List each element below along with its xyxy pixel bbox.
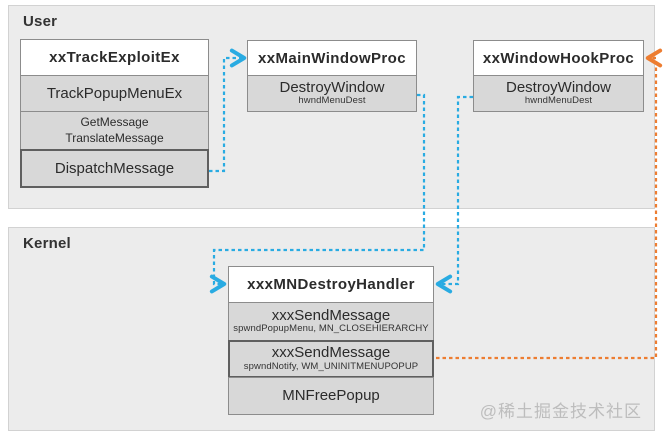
box-window-hook-proc-title: xxWindowHookProc bbox=[473, 40, 644, 76]
row-send-message-uninit-menu-popup: xxxSendMessage spwndNotify, WM_UNINITMEN… bbox=[228, 340, 434, 378]
row-send-message-close-hierarchy: xxxSendMessage spwndPopupMenu, MN_CLOSEH… bbox=[228, 302, 434, 341]
row-dispatch-message: DispatchMessage bbox=[20, 149, 209, 188]
row-label: MNFreePopup bbox=[282, 387, 380, 405]
row-label: TrackPopupMenuEx bbox=[46, 84, 183, 102]
box-track-exploit: xxTrackExploitEx TrackPopupMenuEx GetMes… bbox=[20, 39, 209, 188]
user-region-label: User bbox=[23, 13, 58, 30]
row-destroy-window-main: DestroyWindow hwndMenuDest bbox=[247, 75, 417, 112]
box-main-window-proc-title: xxMainWindowProc bbox=[247, 40, 417, 76]
row-track-popup-menu-ex: TrackPopupMenuEx bbox=[20, 75, 209, 112]
row-sublabel: hwndMenuDest bbox=[298, 95, 366, 107]
box-main-window-proc: xxMainWindowProc DestroyWindow hwndMenuD… bbox=[247, 40, 417, 112]
watermark-text: @稀土掘金技术社区 bbox=[479, 402, 642, 421]
row-label-line2: TranslateMessage bbox=[65, 130, 164, 145]
row-label: xxxSendMessage bbox=[271, 306, 391, 324]
row-label: DestroyWindow bbox=[279, 78, 385, 96]
box-mn-destroy-handler-title: xxxMNDestroyHandler bbox=[228, 266, 434, 303]
row-sublabel: hwndMenuDest bbox=[524, 95, 593, 107]
row-label: xxxSendMessage bbox=[271, 344, 391, 362]
row-destroy-window-hook: DestroyWindow hwndMenuDest bbox=[473, 75, 644, 112]
row-label: DispatchMessage bbox=[54, 159, 175, 177]
box-window-hook-proc: xxWindowHookProc DestroyWindow hwndMenuD… bbox=[473, 40, 644, 112]
row-sublabel: spwndPopupMenu, MN_CLOSEHIERARCHY bbox=[233, 323, 429, 335]
row-label-line1: GetMessage bbox=[80, 114, 149, 129]
row-mn-free-popup: MNFreePopup bbox=[228, 377, 434, 415]
kernel-region-label: Kernel bbox=[23, 235, 71, 252]
box-track-exploit-title: xxTrackExploitEx bbox=[20, 39, 209, 76]
row-get-translate-message: GetMessage TranslateMessage bbox=[20, 111, 209, 150]
row-label: DestroyWindow bbox=[505, 78, 612, 96]
row-sublabel: spwndNotify, WM_UNINITMENUPOPUP bbox=[243, 360, 419, 372]
box-mn-destroy-handler: xxxMNDestroyHandler xxxSendMessage spwnd… bbox=[228, 266, 434, 415]
